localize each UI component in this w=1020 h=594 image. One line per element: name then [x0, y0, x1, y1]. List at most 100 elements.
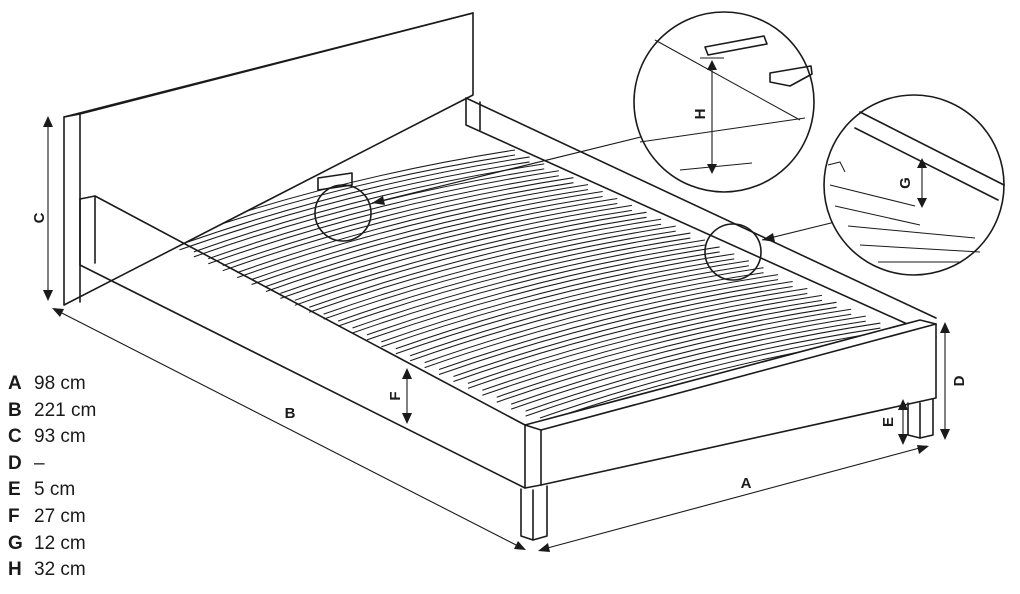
legend-value: 32 cm	[34, 559, 86, 581]
slat-edge	[337, 237, 691, 327]
slat-edge	[280, 204, 633, 294]
slat-edge	[381, 258, 735, 348]
dimension-f	[402, 368, 412, 424]
slat-edge	[525, 322, 881, 412]
slat-edge	[251, 191, 603, 281]
legend-value: 5 cm	[34, 479, 76, 501]
dimension-a	[538, 445, 929, 552]
bed-legs	[520, 398, 934, 541]
detail-pointer-g	[761, 221, 836, 242]
slat-edge	[525, 327, 881, 417]
dimension-e	[898, 399, 908, 445]
slat-edge	[438, 286, 793, 376]
slat-edge	[453, 287, 808, 377]
slat-edge	[208, 175, 559, 265]
slat-edge	[366, 251, 720, 341]
slat-edge	[265, 197, 618, 287]
legend-key: C	[8, 426, 22, 448]
slat-edge	[482, 306, 837, 396]
slat-edge	[179, 156, 530, 246]
detail-circle-g	[823, 94, 1005, 276]
detail-circle-h	[633, 11, 815, 193]
headboard	[63, 12, 474, 306]
detail-marker-g	[704, 223, 762, 281]
dimension-b	[52, 308, 526, 550]
legend-value: 221 cm	[34, 399, 97, 421]
slat-edge	[280, 209, 633, 299]
slat-edge	[496, 308, 852, 398]
slat-edge	[467, 299, 823, 389]
legend-key: H	[8, 559, 22, 581]
slat-edge	[309, 218, 662, 308]
slat-edge	[381, 253, 735, 343]
label-c: C	[31, 212, 48, 223]
slat-edge	[294, 216, 647, 306]
slat-edge	[309, 223, 662, 313]
slat-edge	[352, 244, 706, 334]
detail-marker-h	[314, 184, 372, 242]
slat-edge	[395, 260, 749, 350]
slat-edge	[510, 320, 866, 410]
slat-edge	[222, 182, 574, 272]
dimension-d	[940, 322, 950, 440]
slat-edge	[323, 230, 676, 320]
slat-edge	[352, 239, 706, 329]
legend-row-e: E 5 cm	[8, 477, 148, 504]
legend-value: 12 cm	[34, 532, 86, 554]
slat-edge	[236, 189, 589, 279]
slat-edge	[337, 232, 691, 322]
slat-support-bracket	[317, 172, 353, 191]
slat-edge	[265, 202, 618, 292]
legend-value: 98 cm	[34, 373, 86, 394]
slat-edge	[424, 279, 779, 369]
slat-edge	[236, 184, 589, 274]
slat-edge	[323, 225, 676, 315]
slat-edge	[294, 211, 647, 301]
legend-row-b: B 221 cm	[8, 398, 148, 425]
far-side-rail	[465, 97, 937, 338]
dimension-c	[43, 116, 53, 301]
legend-row-d: D–	[8, 451, 148, 478]
slat-edge	[510, 315, 866, 405]
legend-key: E	[8, 479, 21, 501]
legend-key: F	[8, 505, 20, 527]
legend-row-h: H 32 cm	[8, 557, 148, 584]
label-h: H	[692, 109, 709, 120]
slat-edge	[453, 292, 808, 382]
slat-edge	[366, 246, 720, 336]
slat-edge	[193, 168, 545, 258]
label-e: E	[880, 417, 897, 427]
slat-edge	[208, 170, 559, 260]
legend-value: 27 cm	[34, 505, 86, 527]
slat-edge	[395, 265, 749, 355]
legend-key: A	[8, 373, 22, 394]
slat-edge	[496, 313, 852, 403]
legend-key: B	[8, 399, 22, 421]
footboard	[524, 319, 937, 489]
slat-edge	[438, 281, 793, 371]
slat-edge	[410, 272, 764, 362]
label-a: A	[741, 475, 752, 492]
label-f: F	[387, 391, 404, 400]
slat-edge	[539, 329, 896, 419]
bed-slats	[164, 149, 896, 424]
legend-value: –	[34, 452, 45, 474]
legend-row-f: F 27 cm	[8, 504, 148, 531]
detail-pointer-h	[371, 135, 646, 205]
legend-value: 93 cm	[34, 426, 86, 448]
slat-edge	[193, 163, 545, 253]
label-b: B	[285, 405, 296, 422]
label-d: D	[951, 375, 968, 386]
slat-edge	[410, 267, 764, 357]
slat-edge	[482, 301, 837, 391]
slat-edge	[251, 196, 603, 286]
near-side-rail	[79, 195, 526, 489]
legend-key: D	[8, 452, 22, 474]
label-g: G	[897, 177, 914, 189]
slat-edge	[222, 177, 574, 267]
legend-row-a: A 98 cm	[8, 371, 148, 398]
slat-edge	[467, 294, 823, 384]
